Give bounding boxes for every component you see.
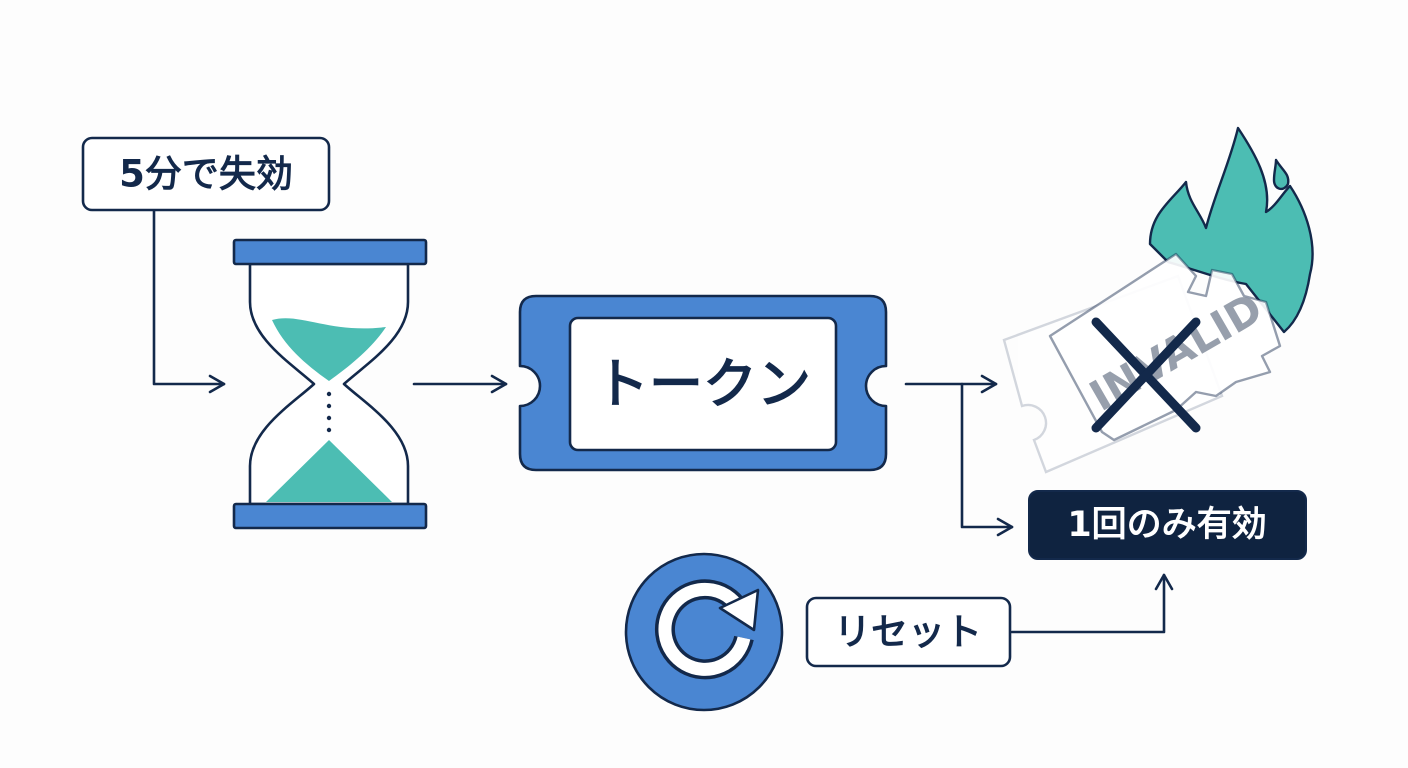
reset-label: リセット <box>805 596 1012 668</box>
hourglass-falling-sand <box>326 391 332 433</box>
hourglass-bottom-sand <box>266 440 392 502</box>
once-valid-badge-box <box>1028 490 1307 560</box>
flame-icon <box>1148 126 1314 334</box>
expire-label-box <box>81 136 331 212</box>
reset-icon <box>624 552 784 712</box>
burning-invalid-ticket-icon: INVALID <box>1002 126 1314 474</box>
reset-arrow-ring-inner <box>658 582 751 676</box>
once-valid-badge: 1回のみ有効 <box>1028 490 1307 560</box>
reset-label-box <box>805 596 1012 668</box>
reset-arrow-head <box>718 588 760 632</box>
token-label-text: トークン <box>595 353 811 416</box>
hourglass-top-cap <box>232 238 428 266</box>
once-valid-text: 1回のみ有効 <box>1067 505 1266 545</box>
connectors <box>152 208 1174 634</box>
hourglass-icon <box>232 238 428 530</box>
hourglass-bottom-cap <box>232 502 428 530</box>
reset-label-text: リセット <box>834 611 982 654</box>
arrow-reset-to-once <box>1010 573 1174 634</box>
expire-label: 5分で失効 <box>81 136 331 212</box>
x-mark-icon <box>1091 317 1201 433</box>
hourglass-top-sand <box>272 318 386 381</box>
token-ticket-inner <box>568 316 838 452</box>
arrow-token-to-once <box>960 382 1014 537</box>
arrow-expire-to-hourglass <box>152 208 226 394</box>
reset-icon-disc <box>624 552 784 712</box>
token-ticket-icon: トークン <box>518 294 888 472</box>
expire-label-text: 5分で失効 <box>119 153 293 196</box>
